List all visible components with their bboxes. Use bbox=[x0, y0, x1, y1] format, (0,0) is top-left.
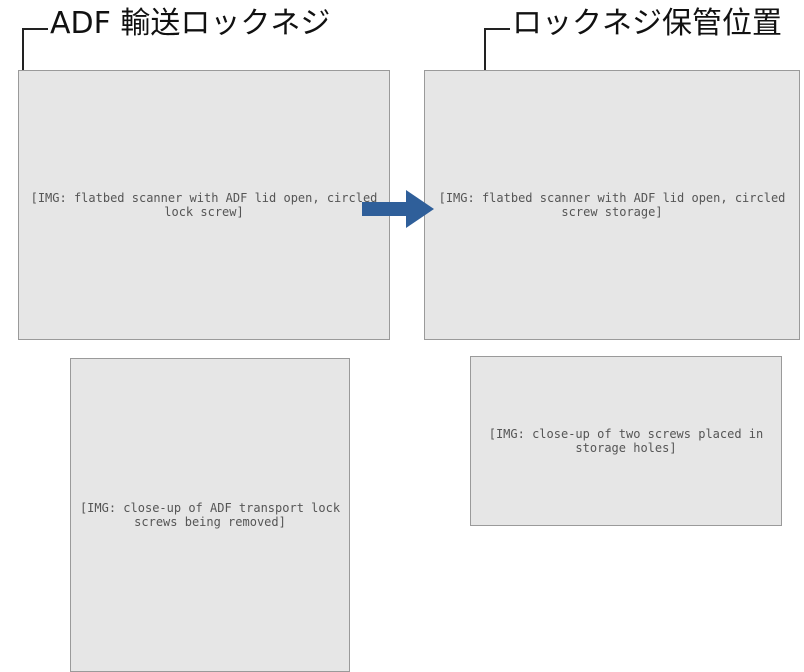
left-leader-h bbox=[22, 28, 48, 30]
detail-left-illustration: [IMG: close-up of ADF transport lock scr… bbox=[70, 358, 350, 672]
label-screw-storage: ロックネジ保管位置 bbox=[512, 6, 782, 41]
scanner-right-illustration: [IMG: flatbed scanner with ADF lid open,… bbox=[424, 70, 800, 340]
right-arrow-icon bbox=[362, 190, 434, 228]
detail-right-illustration: [IMG: close-up of two screws placed in s… bbox=[470, 356, 782, 526]
scanner-left-illustration: [IMG: flatbed scanner with ADF lid open,… bbox=[18, 70, 390, 340]
label-adf-lock-screw: ADF 輸送ロックネジ bbox=[50, 6, 331, 41]
right-leader-h bbox=[484, 28, 510, 30]
